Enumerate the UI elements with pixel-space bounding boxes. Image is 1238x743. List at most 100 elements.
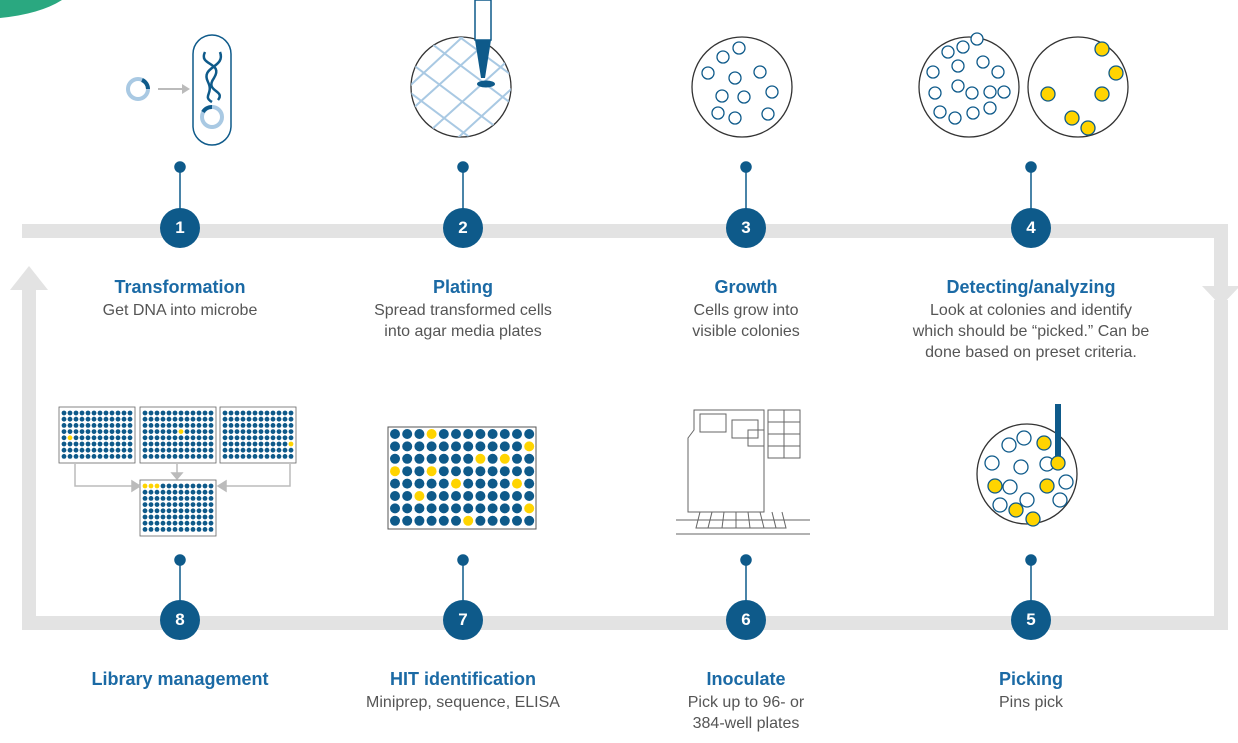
well-dot [67,435,73,441]
step-number-badge: 3 [726,208,766,248]
well-dot [127,435,133,441]
well-dot [487,478,498,489]
well-dot [190,489,196,495]
well-dot [127,423,133,428]
well-dot [148,410,154,416]
well-dot [85,429,91,434]
well-dot [127,441,133,447]
well-dot [196,483,202,489]
well-dot [487,503,498,514]
well-dot [196,496,202,501]
well-dot [160,410,166,416]
well-dot [234,454,240,459]
well-dot [160,416,166,422]
well-dot [166,454,172,459]
well-dot [390,515,400,526]
well-dot [264,410,270,416]
well-dot [121,454,127,459]
well-dot [109,410,115,416]
well-dot [487,453,498,464]
well-dot [475,441,486,452]
well-dot [414,441,425,452]
well-dot [282,429,288,434]
well-dot [487,515,498,526]
well-dot [166,429,172,434]
well-dot [390,441,400,452]
well-dot [282,454,288,459]
well-dot [512,453,522,464]
well-dot [438,453,449,464]
well-dot [202,454,208,459]
well-dot [73,441,79,447]
well-dot [178,496,184,501]
well-dot [288,423,294,428]
well-dot [228,416,234,422]
well-dot [178,514,184,520]
well-dot [202,527,208,532]
well-dot [103,454,109,459]
well-dot [402,491,413,501]
well-dot [270,441,276,447]
well-dot [91,441,97,447]
well-dot [148,496,154,501]
step-description-line: done based on preset criteria. [925,344,1137,361]
well-dot [252,441,258,447]
step-plating: Plating Spread transformed cells into ag… [333,276,593,342]
well-dot [172,423,178,428]
well-dot [264,454,270,459]
step-description-line: visible colonies [692,323,800,340]
well-dot [451,478,461,489]
well-dot [61,416,67,422]
well-dot [166,496,172,501]
step-number-badge: 1 [160,208,200,248]
well-dot [67,416,73,422]
well-dot [276,410,282,416]
well-dot [127,429,133,434]
well-dot [208,435,214,441]
well-dot [73,447,79,453]
well-dot [196,429,202,434]
well-dot [148,447,154,453]
well-plate [139,479,217,537]
well-dot [184,410,190,416]
well-dot [438,503,449,514]
well-dot [240,429,246,434]
well-dot [178,423,184,428]
well-dot [276,416,282,422]
well-dot [142,416,148,422]
well-dot [451,441,461,452]
well-dot [148,454,154,459]
well-dot [228,447,234,453]
well-dot [190,483,196,489]
well-dot [222,441,228,447]
well-dot [178,508,184,514]
well-dot [97,416,103,422]
well-dot [85,441,91,447]
well-dot [115,435,121,441]
well-dot [512,466,522,477]
step-description-line: 384-well plates [692,715,800,732]
well-dot [154,447,160,453]
well-dot [127,447,133,453]
well-dot [115,454,121,459]
well-dot [190,508,196,514]
step-detecting: Detecting/analyzing Look at colonies and… [886,276,1176,363]
well-dot [499,429,510,439]
well-dot [475,515,486,526]
well-dot [234,447,240,453]
well-dot [91,447,97,453]
well-dot [276,435,282,441]
well-dot [451,429,461,439]
cycle-track [10,224,1238,630]
step-number-badge: 2 [443,208,483,248]
well-dot [73,423,79,428]
well-dot [127,416,133,422]
well-dot [202,429,208,434]
well-dot [67,410,73,416]
well-dot [499,466,510,477]
well-dot [166,520,172,526]
well-dot [222,454,228,459]
step-description-line: Spread transformed cells [374,302,552,319]
well-dot [202,416,208,422]
well-dot [148,435,154,441]
